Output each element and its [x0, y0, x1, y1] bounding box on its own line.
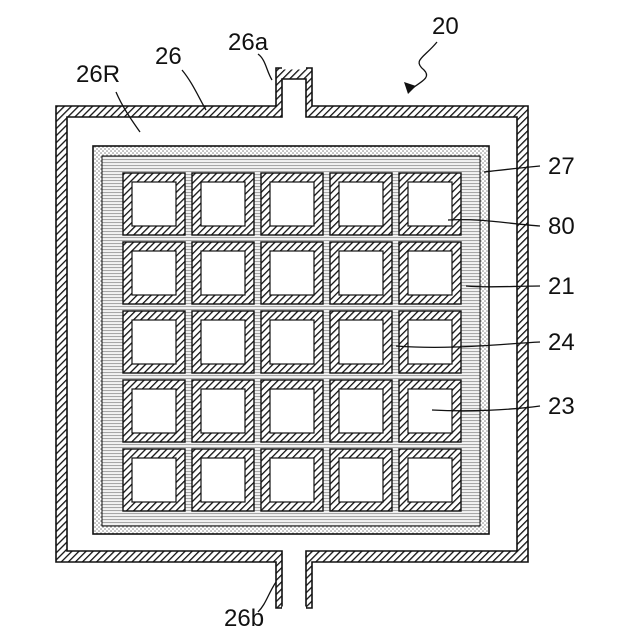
cell: [132, 320, 176, 364]
cell: [132, 458, 176, 502]
cell: [408, 458, 452, 502]
cell: [270, 320, 314, 364]
cell: [201, 320, 245, 364]
cell-grid: [123, 173, 461, 511]
label-26b: 26b: [224, 605, 264, 632]
cell: [201, 182, 245, 226]
label-26a: 26a: [228, 29, 269, 56]
leader-20: [410, 42, 437, 90]
leader-20-arrowhead: [404, 82, 416, 94]
label-80: 80: [548, 213, 575, 240]
leader-27: [484, 166, 540, 172]
cell: [339, 182, 383, 226]
cell: [201, 389, 245, 433]
label-27: 27: [548, 153, 575, 180]
label-26R: 26R: [76, 61, 120, 88]
leader-26a: [258, 54, 272, 80]
leader-26: [182, 70, 206, 110]
label-21: 21: [548, 273, 575, 300]
label-26: 26: [155, 43, 182, 70]
cell: [408, 251, 452, 295]
cell: [201, 458, 245, 502]
cell: [339, 389, 383, 433]
cell: [270, 251, 314, 295]
cell: [339, 458, 383, 502]
cell: [270, 458, 314, 502]
cell: [408, 320, 452, 364]
cell: [270, 182, 314, 226]
leader-21: [466, 286, 540, 287]
label-23: 23: [548, 393, 575, 420]
cell: [339, 251, 383, 295]
cell: [339, 320, 383, 364]
cell: [132, 251, 176, 295]
cell: [201, 251, 245, 295]
cell: [270, 389, 314, 433]
label-24: 24: [548, 329, 575, 356]
cell: [132, 389, 176, 433]
cell: [132, 182, 176, 226]
label-20: 20: [432, 13, 459, 40]
cell: [408, 182, 452, 226]
